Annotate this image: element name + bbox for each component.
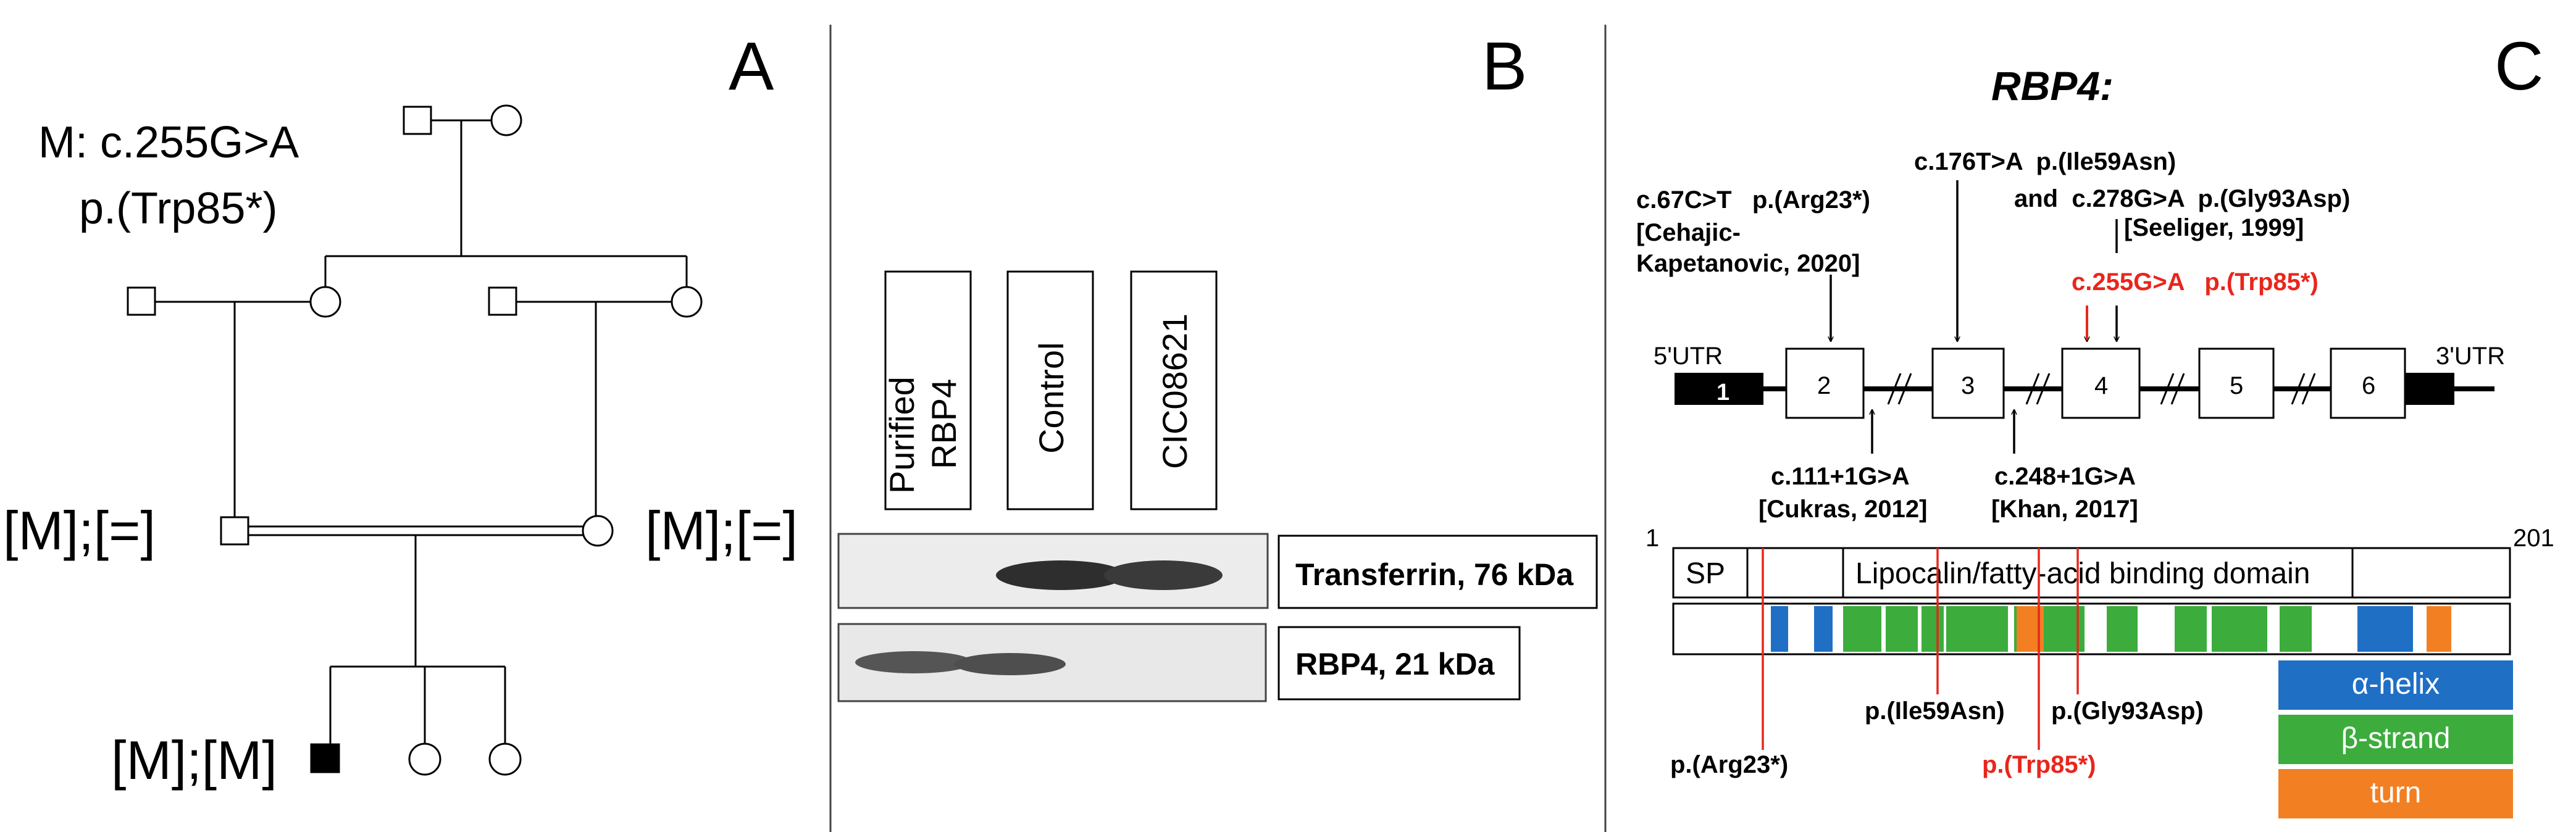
utr5-label: 5'UTR (1654, 343, 1723, 370)
genotype-mother: [M];[=] (645, 500, 798, 561)
pedigree (127, 104, 703, 776)
exon-5 (2198, 347, 2275, 419)
band-label-transferrin: Transferrin, 76 kDa (1295, 557, 1574, 592)
male-symbol (403, 106, 432, 135)
exon-3 (1931, 347, 2005, 419)
band (855, 651, 972, 673)
variant-label: c.248+1G>A (1994, 463, 2136, 490)
mutation-label: p.(Ile59Asn) (1865, 697, 2005, 725)
variant-citation: [Seeliger, 1999] (2124, 214, 2304, 241)
legend-turn-label: turn (2370, 776, 2422, 809)
svg-text:4: 4 (2094, 372, 2108, 399)
band (996, 560, 1126, 590)
svg-text:CIC08621: CIC08621 (1155, 314, 1194, 469)
mutation-position-lines (1762, 548, 2079, 750)
legend: α-helix β-strand turn (2278, 660, 2513, 818)
helix-segment (1771, 606, 1788, 652)
band (1104, 560, 1223, 590)
helix-segment (2357, 606, 2413, 652)
strand-segment (2107, 606, 2138, 652)
panel-label-b: B (1482, 28, 1527, 104)
mutation-label-red: p.(Trp85*) (1982, 751, 2096, 778)
female-symbol (671, 286, 703, 318)
female-symbol (309, 286, 341, 318)
legend-helix-swatch (2278, 660, 2513, 710)
legend-helix-label: α-helix (2352, 668, 2440, 701)
svg-text:6: 6 (2362, 372, 2375, 399)
mutation-label: p.(Arg23*) (1670, 751, 1788, 778)
variant-citation: [Cukras, 2012] (1758, 496, 1927, 523)
helix-segment (1814, 606, 1833, 652)
exon-4 (2061, 347, 2141, 419)
variant-arrows (1831, 180, 2117, 454)
svg-text:Purified: Purified (882, 376, 921, 494)
affected-proband-symbol (310, 743, 340, 773)
female-symbol (490, 104, 522, 136)
sibling-symbol (408, 743, 441, 776)
variant-label: c.176T>A p.(Ile59Asn) (1914, 148, 2176, 175)
genotype-proband: [M];[M] (111, 730, 277, 791)
svg-text:1: 1 (1717, 380, 1729, 406)
genotype-father: [M];[=] (3, 500, 156, 561)
strand-segment (2049, 606, 2085, 652)
legend-strand-swatch (2278, 715, 2513, 764)
variant-label: and c.278G>A p.(Gly93Asp) (2014, 185, 2350, 212)
mother-symbol (582, 515, 614, 547)
variant-label: c.67C>T p.(Arg23*) (1636, 186, 1870, 214)
strand-segment (2280, 606, 2312, 652)
gene-title: RBP4: (1991, 63, 2114, 109)
panel-label-c: C (2494, 28, 2543, 104)
male-symbol (127, 286, 156, 316)
strand-segment (2175, 606, 2207, 652)
svg-text:3: 3 (1961, 372, 1975, 399)
protein-end: 201 (2513, 525, 2554, 552)
mutation-cdna-label: M: c.255G>A (38, 118, 299, 167)
turn-segment (2427, 606, 2451, 652)
strand-segment (1843, 606, 1881, 652)
strand-segment (1886, 606, 1918, 652)
gene-structure: 1 2 3 4 5 6 (1675, 347, 2494, 419)
blot-lanes: Purified RBP4 Control CIC08621 (882, 270, 1218, 510)
domain-bar (1672, 547, 2511, 599)
band-label-box (1278, 535, 1598, 609)
variant-citation: [Khan, 2017] (1991, 496, 2138, 523)
band-label-rbp4: RBP4, 21 kDa (1295, 647, 1495, 681)
strand-segment (2212, 606, 2267, 652)
svg-text:5: 5 (2230, 372, 2243, 399)
variant-citation: Kapetanovic, 2020] (1636, 250, 1860, 277)
signal-peptide-label: SP (1686, 557, 1725, 590)
exon-6 (2330, 347, 2406, 419)
lipocalin-domain-label: Lipocalin/fatty-acid binding domain (1855, 557, 2310, 590)
legend-strand-label: β-strand (2341, 722, 2451, 755)
exon-1 (1691, 373, 1763, 405)
strand-segment (1922, 606, 1944, 652)
band (955, 653, 1066, 675)
lane-label-cic08621: CIC08621 (1130, 270, 1218, 510)
utr3-label: 3'UTR (2436, 343, 2505, 370)
male-symbol (488, 286, 517, 316)
protein-start: 1 (1646, 525, 1659, 552)
legend-turn-swatch (2278, 769, 2513, 818)
panel-label-a: A (729, 28, 774, 104)
exon-2 (1785, 347, 1865, 419)
lane-label-purified-rbp4: Purified RBP4 (882, 270, 972, 510)
band-label-box (1278, 626, 1521, 701)
variant-label: c.111+1G>A (1771, 463, 1910, 490)
svg-text:2: 2 (1817, 372, 1831, 399)
variant-label-red: c.255G>A p.(Trp85*) (2072, 268, 2319, 296)
strand-segment (1946, 606, 2008, 652)
utr-box (2405, 373, 2454, 405)
variant-citation: [Cehajic- (1636, 219, 1741, 246)
mutation-label: p.(Gly93Asp) (2051, 697, 2204, 725)
sibling-symbol (488, 743, 522, 776)
svg-text:RBP4: RBP4 (924, 379, 963, 469)
secondary-structure-segments (1771, 606, 2451, 652)
mutation-protein-label: p.(Trp85*) (79, 184, 277, 233)
father-symbol (220, 516, 249, 546)
svg-text:Control: Control (1032, 342, 1071, 454)
lane-label-control: Control (1006, 270, 1094, 510)
